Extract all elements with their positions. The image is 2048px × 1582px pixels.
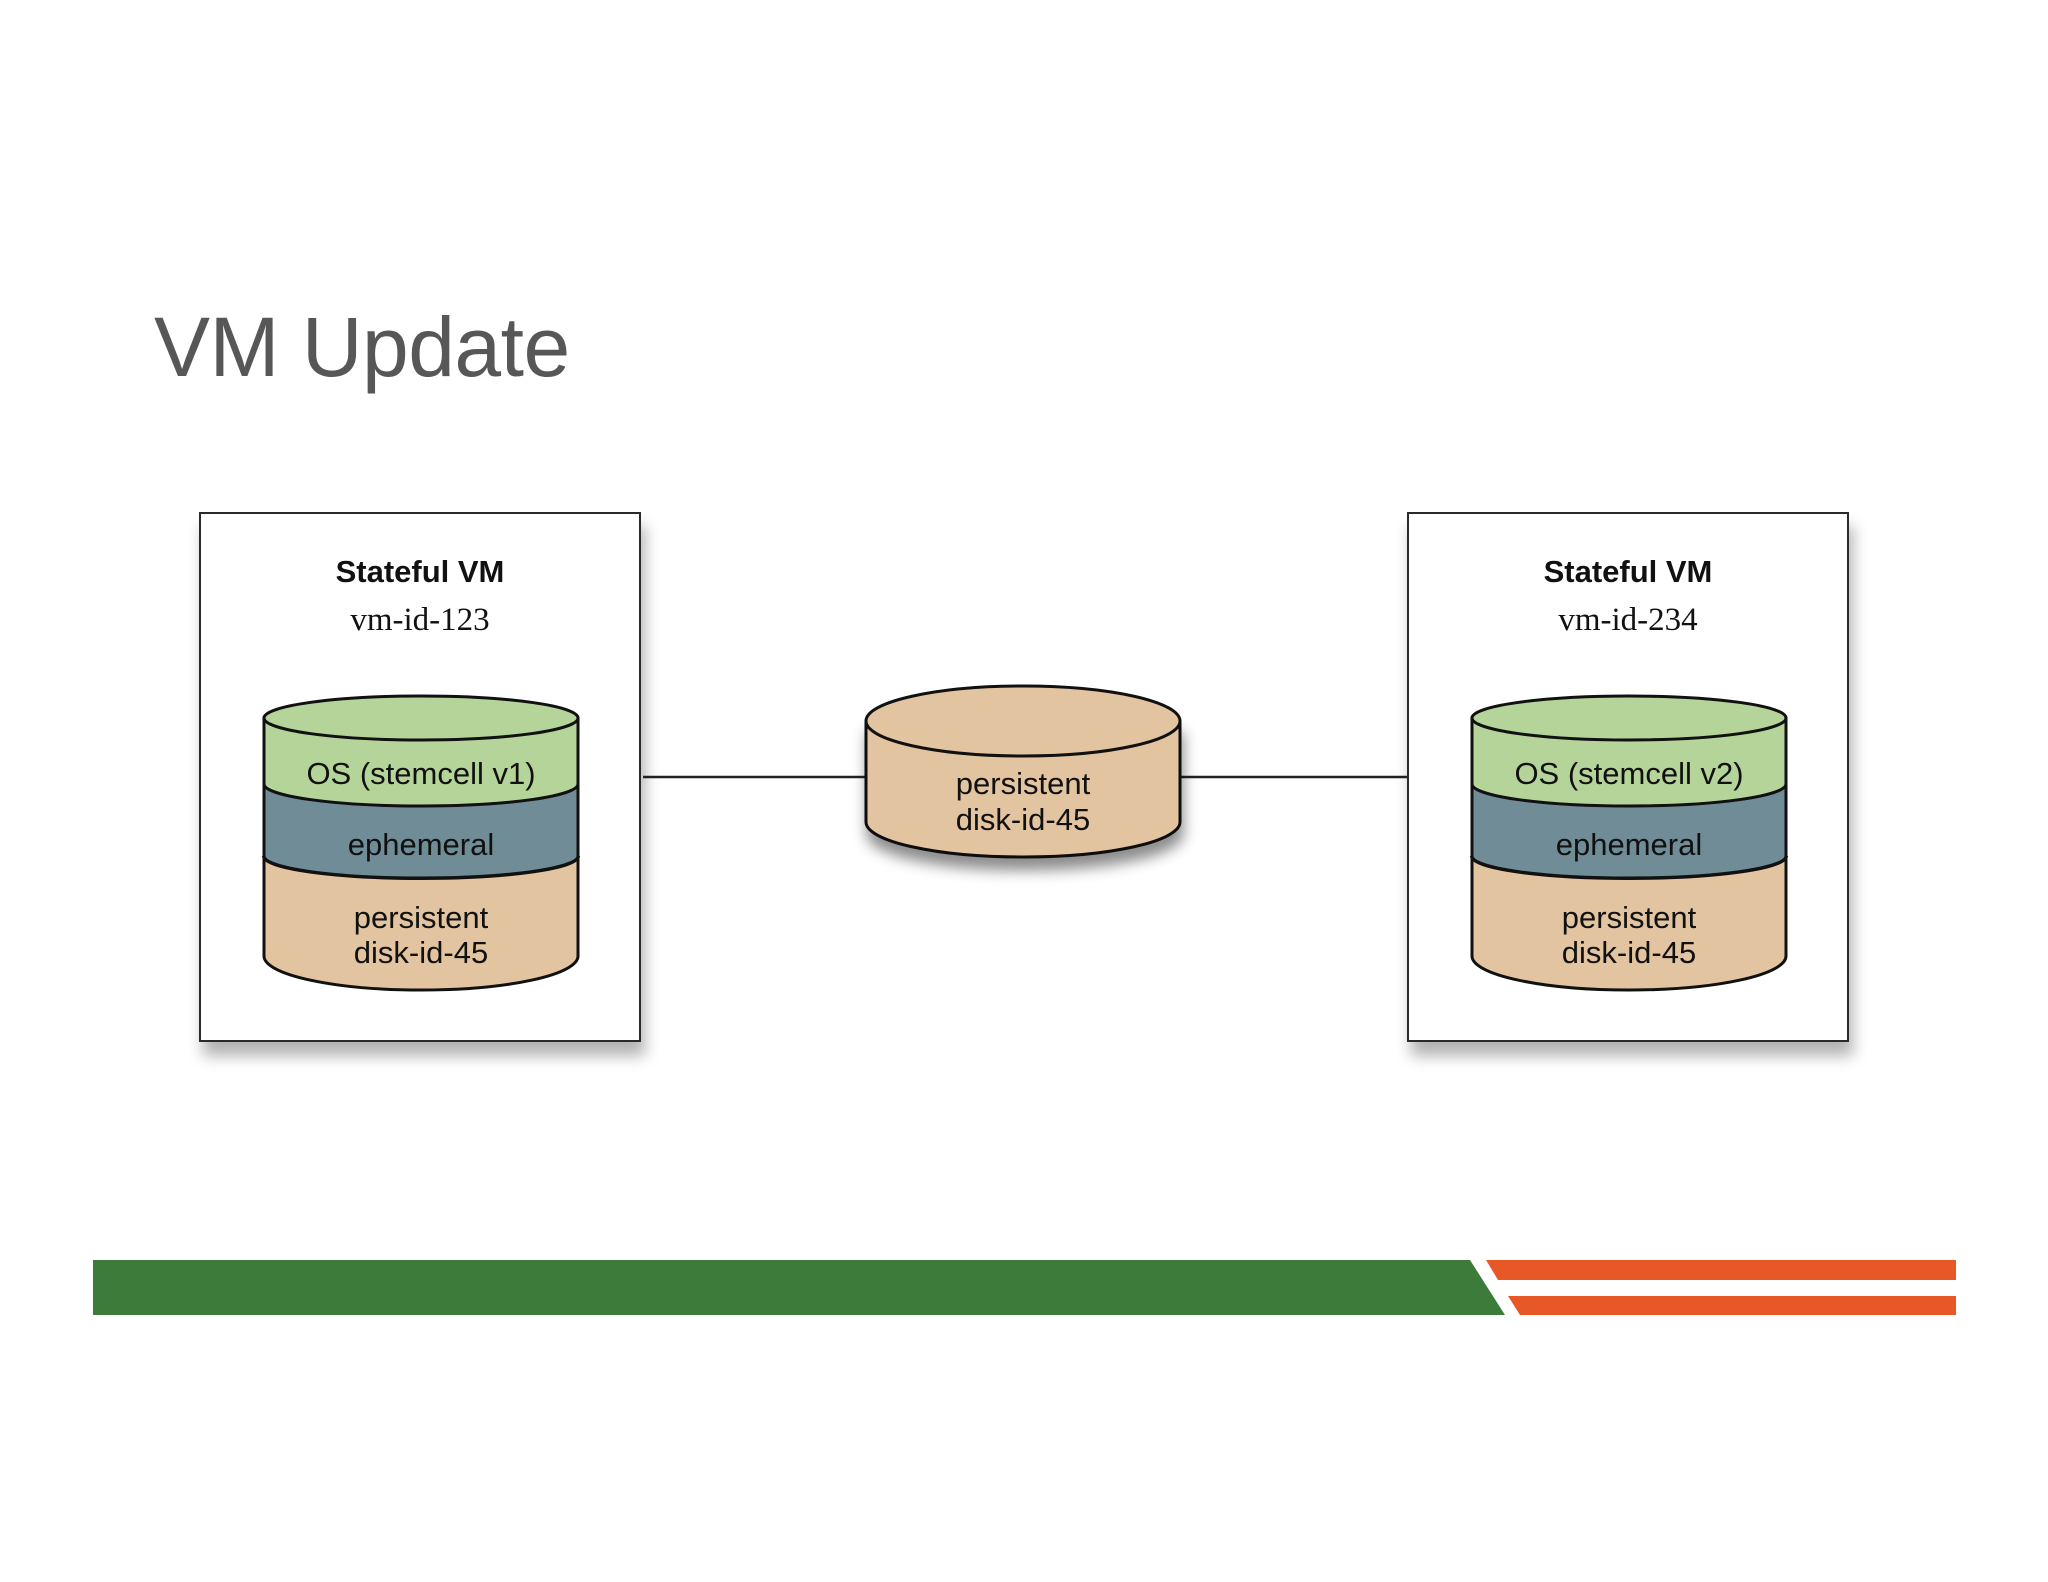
disk-stack-left: OS (stemcell v1) ephemeral persistent di… [262,694,580,992]
ephemeral-layer [1470,782,1788,880]
persistent-layer [262,854,580,992]
os-layer [262,716,580,808]
footer-orange-stripe-top [1486,1260,1956,1280]
ephemeral-label: ephemeral [348,827,494,862]
middle-disk: persistent disk-id-45 [864,684,1182,859]
footer-bar [93,1260,1956,1315]
disk-stack-right: OS (stemcell v2) ephemeral persistent di… [1470,694,1788,992]
footer-green-band [93,1260,1505,1315]
slide-title: VM Update [154,300,570,394]
middle-disk-id: disk-id-45 [956,802,1090,837]
ephemeral-label: ephemeral [1556,827,1702,862]
middle-disk-top [864,684,1182,758]
vm-heading: Stateful VM [1543,554,1713,589]
os-layer [1470,716,1788,808]
os-layer-top [1470,694,1788,742]
persistent-label: persistent [1562,900,1697,935]
ephemeral-layer [262,782,580,880]
footer-orange-stripe-bottom [1508,1296,1956,1315]
disk-id-label: disk-id-45 [1562,935,1696,970]
os-layer-top [262,694,580,742]
persistent-label: persistent [354,900,489,935]
middle-disk-body [864,719,1182,859]
middle-disk-label: persistent [956,766,1091,801]
os-label: OS (stemcell v1) [306,756,535,791]
os-label: OS (stemcell v2) [1514,756,1743,791]
vm-id-label: vm-id-234 [1558,602,1698,638]
persistent-layer [1470,854,1788,992]
disk-id-label: disk-id-45 [354,935,488,970]
vm-id-label: vm-id-123 [350,602,490,638]
vm-heading: Stateful VM [335,554,505,589]
